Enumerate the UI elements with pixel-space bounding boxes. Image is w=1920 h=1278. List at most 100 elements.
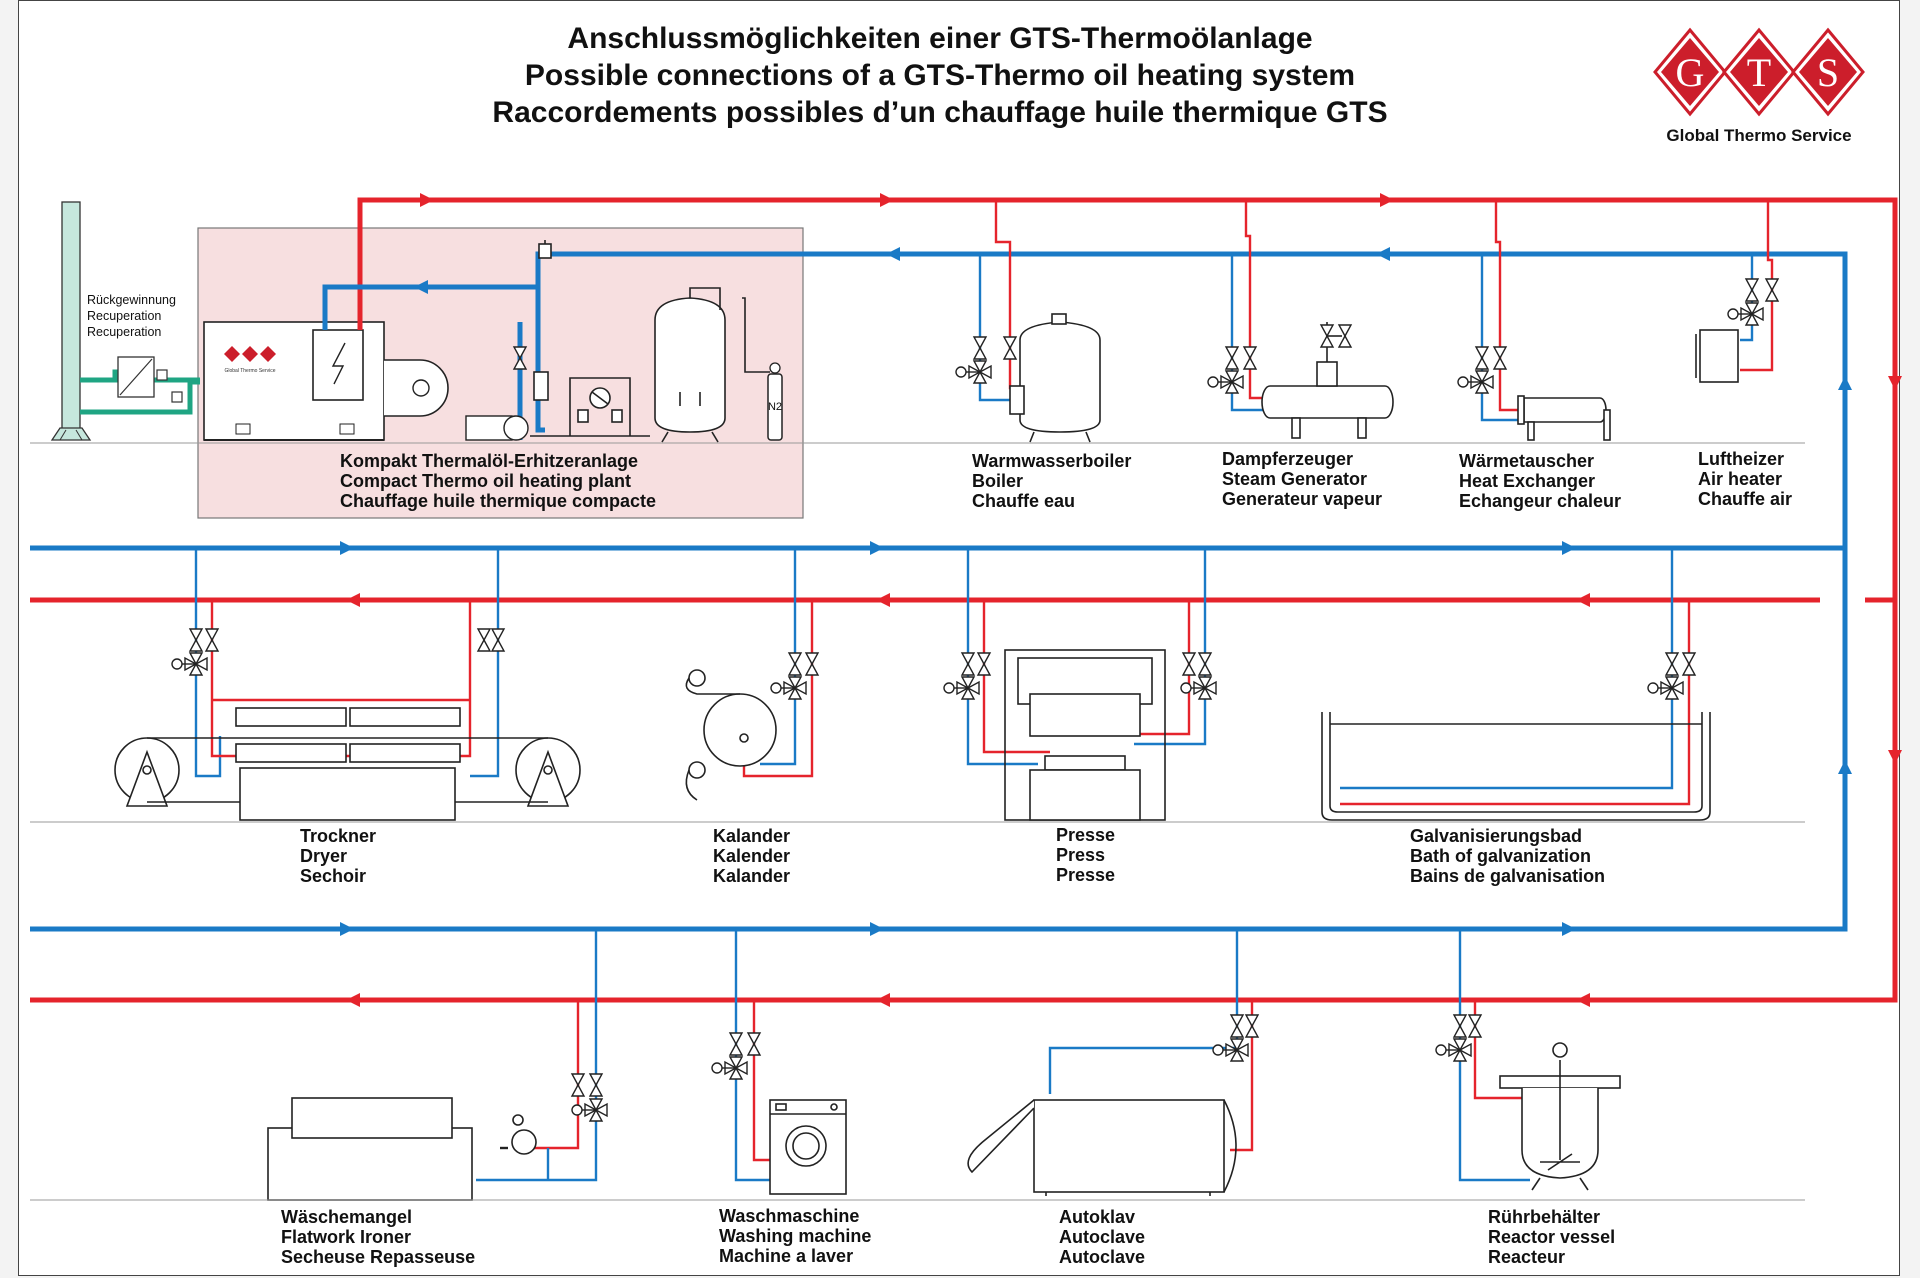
autoclave-piping (1048, 929, 1254, 1152)
label-line: Presse (1056, 825, 1116, 845)
heater-logo: Global Thermo Service (224, 346, 276, 374)
label-line: Autoclave (1059, 1227, 1146, 1247)
flow-arrows (340, 193, 1902, 1007)
label-line: Steam Generator (1222, 469, 1368, 489)
recuperation-loop (80, 356, 200, 415)
logo-diamond-g: G (1653, 27, 1727, 117)
label-line: Flatwork Ironer (281, 1227, 412, 1247)
title-german: Anschlussmöglichkeiten einer GTS-Thermoö… (567, 22, 1313, 55)
press (1004, 649, 1166, 821)
heat-exchanger (1517, 395, 1611, 441)
pump (465, 346, 529, 441)
label-line: Reacteur (1488, 1247, 1566, 1267)
dryer-piping (194, 548, 500, 778)
air-heater (1695, 329, 1739, 383)
recuperation-fr: Recuperation (87, 325, 162, 339)
label-press: Presse Press Presse (1056, 825, 1115, 885)
svg-text:N2: N2 (768, 401, 782, 413)
row2-row3-headers (30, 545, 1845, 603)
dryer (114, 707, 581, 821)
label-line: Trockner (300, 826, 377, 846)
label-line: Compact Thermo oil heating plant (340, 471, 632, 491)
boiler-valves (955, 336, 1017, 384)
label-line: Dampferzeuger (1222, 449, 1354, 469)
label-boiler: Warmwasserboiler Boiler Chauffe eau (972, 451, 1131, 511)
label-line: Galvanisierungsbad (1410, 826, 1583, 846)
label-compact-plant: Kompakt Thermalöl-Erhitzeranlage Compact… (340, 451, 656, 511)
logo-diamond-t: T (1722, 27, 1796, 117)
label-calender: Kalander Kalender Kalander (713, 826, 790, 886)
label-galvanization: Galvanisierungsbad Bath of galvanization… (1410, 826, 1605, 886)
label-steam-generator: Dampferzeuger Steam Generator Generateur… (1222, 449, 1382, 509)
label-flatwork-ironer: Wäschemangel Flatwork Ironer Secheuse Re… (281, 1207, 475, 1267)
steam-generator (1261, 322, 1394, 439)
press-piping (966, 548, 1207, 766)
label-dryer: Trockner Dryer Sechoir (300, 826, 376, 886)
steam-generator-piping (1230, 200, 1266, 412)
label-line: Chauffe eau (972, 491, 1076, 511)
heater-unit: Global Thermo Service (203, 321, 449, 441)
svg-text:T: T (1747, 50, 1771, 95)
label-line: Press (1056, 845, 1106, 865)
autoclave (967, 1099, 1237, 1196)
expansion-tank (654, 287, 770, 443)
boiler (1009, 313, 1101, 443)
svg-text:S: S (1817, 50, 1839, 95)
label-line: Presse (1056, 865, 1116, 885)
label-line: Autoclave (1059, 1247, 1146, 1267)
floor-lines (30, 442, 1805, 1201)
label-autoclave: Autoklav Autoclave Autoclave (1059, 1207, 1145, 1267)
label-line: Luftheizer (1698, 449, 1785, 469)
recuperation-label: Rückgewinnung Recuperation Recuperation (87, 292, 176, 340)
label-line: Generateur vapeur (1222, 489, 1383, 509)
logo-caption: Global Thermo Service (1666, 126, 1852, 145)
reactor-vessel (1499, 1042, 1621, 1191)
nitrogen-bottle: N2 (767, 362, 783, 441)
label-heat-exchanger: Wärmetauscher Heat Exchanger Echangeur c… (1459, 451, 1621, 511)
label-line: Kalander (713, 866, 791, 886)
label-line: Echangeur chaleur (1459, 491, 1622, 511)
label-line: Wärmetauscher (1459, 451, 1595, 471)
frame-border (18, 0, 1900, 1276)
label-air-heater: Luftheizer Air heater Chauffe air (1698, 449, 1792, 509)
label-line: Heat Exchanger (1459, 471, 1596, 491)
label-line: Waschmaschine (719, 1206, 860, 1226)
gts-logo: G T S (1653, 27, 1865, 117)
label-line: Kompakt Thermalöl-Erhitzeranlage (340, 451, 639, 471)
label-line: Dryer (300, 846, 348, 866)
galvanization-bath (1321, 712, 1711, 821)
label-line: Air heater (1698, 469, 1783, 489)
dryer-valves (171, 628, 505, 676)
label-line: Wäschemangel (281, 1207, 413, 1227)
recuperation-en: Recuperation (87, 309, 162, 323)
calender (685, 669, 777, 801)
logo-diamond-s: S (1791, 27, 1865, 117)
label-line: Rührbehälter (1488, 1207, 1601, 1227)
title-french: Raccordements possibles d’un chauffage h… (492, 96, 1388, 129)
chimney (50, 201, 92, 441)
label-line: Chauffe air (1698, 489, 1793, 509)
air-heater-piping (1740, 200, 1774, 372)
label-line: Chauffage huile thermique compacte (340, 491, 657, 511)
label-line: Washing machine (719, 1226, 872, 1246)
label-line: Bath of galvanization (1410, 846, 1592, 866)
washing-machine (769, 1099, 847, 1195)
label-line: Kalander (713, 826, 791, 846)
svg-text:Global Thermo Service: Global Thermo Service (224, 368, 275, 374)
label-washing-machine: Waschmaschine Washing machine Machine a … (719, 1206, 871, 1266)
label-line: Boiler (972, 471, 1024, 491)
label-line: Warmwasserboiler (972, 451, 1132, 471)
expansion-piping (530, 240, 650, 437)
label-line: Machine a laver (719, 1246, 854, 1266)
label-line: Reactor vessel (1488, 1227, 1616, 1247)
galvanization-piping (1340, 548, 1691, 806)
recuperation-de: Rückgewinnung (87, 293, 176, 307)
label-line: Bains de galvanisation (1410, 866, 1606, 886)
label-line: Autoklav (1059, 1207, 1136, 1227)
label-line: Secheuse Repasseuse (281, 1247, 476, 1267)
label-reactor: Rührbehälter Reactor vessel Reacteur (1488, 1207, 1615, 1267)
heat-exchanger-piping (1480, 200, 1520, 422)
flatwork-ironer (267, 1097, 537, 1201)
